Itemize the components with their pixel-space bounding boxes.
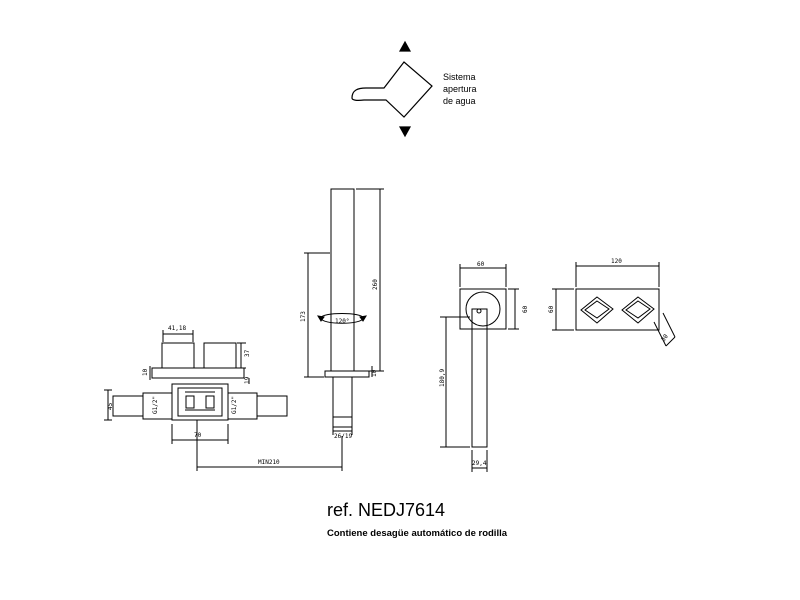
system-label-line2: apertura (443, 84, 477, 94)
handle-diamond-right (621, 296, 655, 324)
system-label-line1: Sistema (443, 72, 476, 82)
product-reference: ref. NEDJ7614 (327, 500, 446, 520)
dim-handle-width: 41,18 (168, 325, 186, 332)
arrow-down-icon (398, 126, 412, 138)
dim-body-height: 19 (244, 376, 251, 384)
dim-spout-height: 260 (372, 279, 379, 290)
system-label-line3: de agua (443, 96, 476, 106)
water-opening-symbol (351, 40, 433, 138)
dim-top-angle: 30 (660, 333, 670, 343)
thread-left: G1/2" (152, 396, 159, 414)
dim-min-distance: MIN210 (258, 459, 280, 466)
handle-diamond-left (580, 296, 614, 324)
arrow-up-icon (398, 40, 412, 52)
front-view (104, 330, 343, 471)
dim-spout-diameter: 26/19 (334, 433, 352, 440)
dim-spout-rotation: 120° (335, 318, 349, 325)
dim-top-width: 120 (611, 258, 622, 265)
dim-side-length: 180,9 (439, 369, 446, 387)
lever-handle-icon (351, 61, 433, 118)
dim-body-depth: 45 (107, 402, 114, 410)
dim-handle-height: 37 (244, 349, 251, 357)
dim-top-height: 60 (548, 305, 555, 313)
top-view (552, 262, 676, 347)
dim-side-width: 60 (477, 261, 485, 268)
product-note: Contiene desagüe automático de rodilla (327, 528, 508, 539)
dim-side-diameter: 29,4 (472, 460, 487, 467)
dim-plate-thickness: 10 (142, 368, 149, 376)
spout-view (304, 188, 384, 435)
dim-spout-base: 10 (371, 369, 378, 377)
dim-body-width: 70 (194, 432, 202, 439)
dim-side-height: 60 (522, 305, 529, 313)
side-view (440, 264, 519, 472)
dim-spout-lower: 173 (300, 311, 307, 322)
thread-right: G1/2" (231, 396, 238, 414)
